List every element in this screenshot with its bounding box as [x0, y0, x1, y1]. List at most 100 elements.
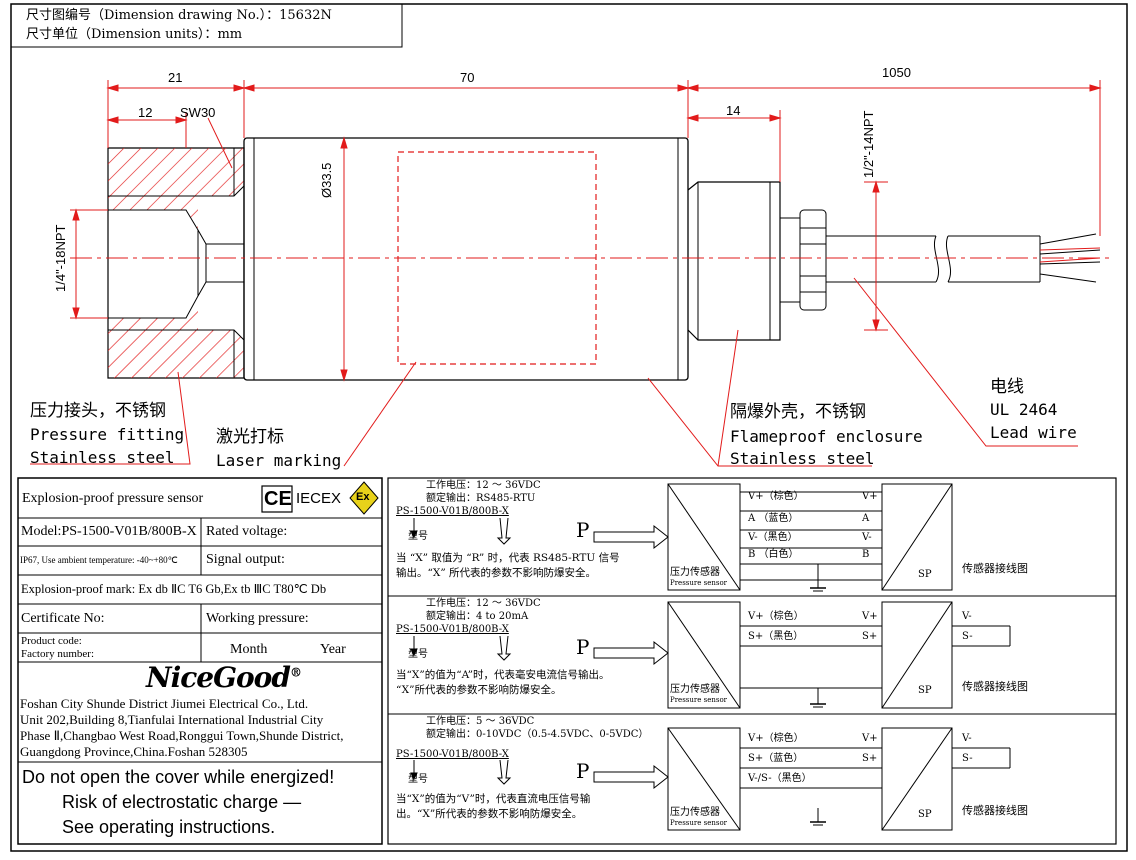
w3-row-1-left: V+（棕色）: [748, 733, 804, 744]
wiring-grid: [387, 477, 1117, 845]
callout-enclosure-cn: 隔爆外壳，不锈钢: [730, 402, 866, 422]
w1-row-4-left: B （白色）: [748, 549, 799, 560]
leader-lines: [30, 277, 1078, 467]
w1-sensor-cn: 压力传感器: [670, 567, 720, 578]
w1-note-2: 输出。“X” 所代表的参数不影响防爆安全。: [396, 567, 597, 579]
w1-model-note: 型号: [408, 531, 428, 542]
dim-14: 14: [726, 103, 741, 118]
w2-sp: SP: [918, 685, 932, 696]
warning-line-1: Do not open the cover while energized!: [22, 767, 335, 787]
w3-terminal-2: S-: [962, 753, 973, 764]
w2-model-note: 型号: [408, 649, 428, 660]
nameplate-ambient: IP67, Use ambient temperature: -40~+80℃: [20, 555, 178, 565]
w1-row-2-left: A （蓝色）: [748, 513, 799, 524]
w1-note-1: 当 “X” 取值为 “R” 时，代表 RS485-RTU 信号: [396, 552, 620, 564]
w1-row-1-left: V+（棕色）: [748, 491, 804, 502]
callout-laser-en: Laser marking: [216, 451, 342, 470]
ex-mark: Ex: [356, 491, 370, 503]
w1-p-label: P: [576, 518, 590, 542]
w2-note-2: “X”所代表的参数不影响防爆安全。: [396, 684, 562, 696]
w3-note-1: 当“X”的值为“V”时，代表直流电压信号输: [396, 793, 591, 805]
callout-wire-en2: Lead wire: [990, 423, 1077, 442]
drawing-number-value: 15632N: [279, 8, 332, 23]
nameplate-month: Month: [230, 642, 268, 657]
callout-enclosure-en2: Stainless steel: [730, 449, 875, 468]
nameplate-model: Model:PS-1500-V01B/800B-X: [21, 524, 197, 539]
w1-voltage: 工作电压：12 ～ 36VDC: [426, 480, 541, 491]
dimension-units-label: 尺寸单位（Dimension units）：: [26, 27, 218, 42]
w3-voltage: 工作电压：5 ～ 36VDC: [426, 716, 535, 727]
w3-sensor-cn: 压力传感器: [670, 807, 720, 818]
w1-row-2-right: A: [862, 513, 870, 524]
nameplate-address-1: Foshan City Shunde District Jiumei Elect…: [20, 696, 309, 711]
w2-sensor-en: Pressure sensor: [670, 696, 728, 704]
w1-sensor-en: Pressure sensor: [670, 579, 728, 587]
w1-row-4-right: B: [862, 549, 870, 560]
ce-mark: CE: [264, 488, 292, 510]
warning-line-2: Risk of electrostatic charge —: [62, 792, 302, 812]
dim-12: 12: [138, 105, 153, 120]
callout-fitting-en1: Pressure fitting: [30, 425, 185, 444]
header-box: [11, 3, 403, 48]
w3-row-2-right: S+: [862, 753, 878, 764]
w1-row-3-left: V-（黑色）: [748, 532, 798, 543]
w1-row-3-right: V-: [862, 532, 872, 543]
w3-diagram-label: 传感器接线图: [962, 804, 1028, 817]
dim-sw30: SW30: [180, 105, 216, 120]
certification-marks: [261, 481, 379, 515]
w2-sensor-cn: 压力传感器: [670, 684, 720, 695]
w2-voltage: 工作电压：12 ～ 36VDC: [426, 598, 541, 609]
nameplate-grid: [17, 477, 383, 845]
dim-21: 21: [168, 70, 183, 85]
w3-output: 额定输出：0-10VDC（0.5-4.5VDC、0-5VDC）: [426, 729, 649, 740]
w2-row-1-left: V+（棕色）: [748, 611, 804, 622]
nameplate-address-4: Guangdong Province,China.Foshan 528305: [20, 744, 248, 759]
dimension-units-value: mm: [217, 27, 243, 42]
nameplate-signal-output: Signal output:: [206, 552, 285, 567]
drawing-number-label: 尺寸图编号（Dimension drawing No.）：: [26, 8, 280, 23]
w3-row-2-left: S+（蓝色）: [748, 753, 804, 764]
nameplate-year: Year: [320, 642, 346, 657]
w2-row-2-left: S+（黑色）: [748, 631, 804, 642]
nameplate-address-2: Unit 202,Building 8,Tianfulai Internatio…: [20, 712, 324, 727]
callout-wire-cn: 电线: [990, 377, 1024, 397]
iecex-mark: IECEX: [296, 490, 342, 507]
nameplate-working-pressure: Working pressure:: [206, 611, 309, 626]
w3-note-2: 出。“X”所代表的参数不影响防爆安全。: [396, 808, 583, 820]
w2-diagram-label: 传感器接线图: [962, 680, 1028, 693]
w2-p-label: P: [576, 635, 590, 659]
wiring-symbols: [410, 483, 1011, 831]
sheet-border: [10, 3, 1128, 852]
dim-thread-outlet: 1/2"-14NPT: [861, 110, 876, 178]
dimension-units: 尺寸单位（Dimension units）：mm: [26, 28, 242, 41]
brand-logo: NiceGood®: [146, 661, 302, 694]
nameplate-address-3: Phase Ⅱ,Changbao West Road,Ronggui Town,…: [20, 728, 344, 743]
callout-fitting-cn: 压力接头，不锈钢: [30, 401, 166, 421]
dim-70: 70: [460, 70, 475, 85]
w2-row-2-right: S+: [862, 631, 878, 642]
callout-fitting-en2: Stainless steel: [30, 448, 175, 467]
w3-model-note: 型号: [408, 774, 428, 785]
w1-row-1-right: V+: [862, 491, 878, 502]
w3-sp: SP: [918, 809, 932, 820]
pressure-fitting-shape: [107, 147, 245, 379]
w3-row-3-left: V-/S-（黑色）: [748, 773, 812, 784]
dim-diameter: Ø33.5: [319, 162, 334, 198]
dim-thread-inlet: 1/4"-18NPT: [53, 224, 68, 292]
brand-logo-text: NiceGood: [146, 661, 291, 694]
dimension-lines: [70, 80, 1102, 382]
drawing-number: 尺寸图编号（Dimension drawing No.）：15632N: [26, 9, 332, 22]
w2-output: 额定输出：4 to 20mA: [426, 611, 529, 622]
w1-diagram-label: 传感器接线图: [962, 562, 1028, 575]
callout-wire-en1: UL 2464: [990, 400, 1058, 419]
w3-terminal-1: V-: [962, 733, 972, 744]
nameplate-certificate: Certificate No:: [21, 611, 105, 626]
w3-row-1-right: V+: [862, 733, 878, 744]
sensor-body-shape: [243, 137, 689, 381]
w3-model: PS-1500-V01B/800B-X: [396, 749, 509, 760]
w2-row-1-right: V+: [862, 611, 878, 622]
nameplate-title: Explosion-proof pressure sensor: [22, 491, 204, 506]
w1-sp: SP: [918, 569, 932, 580]
